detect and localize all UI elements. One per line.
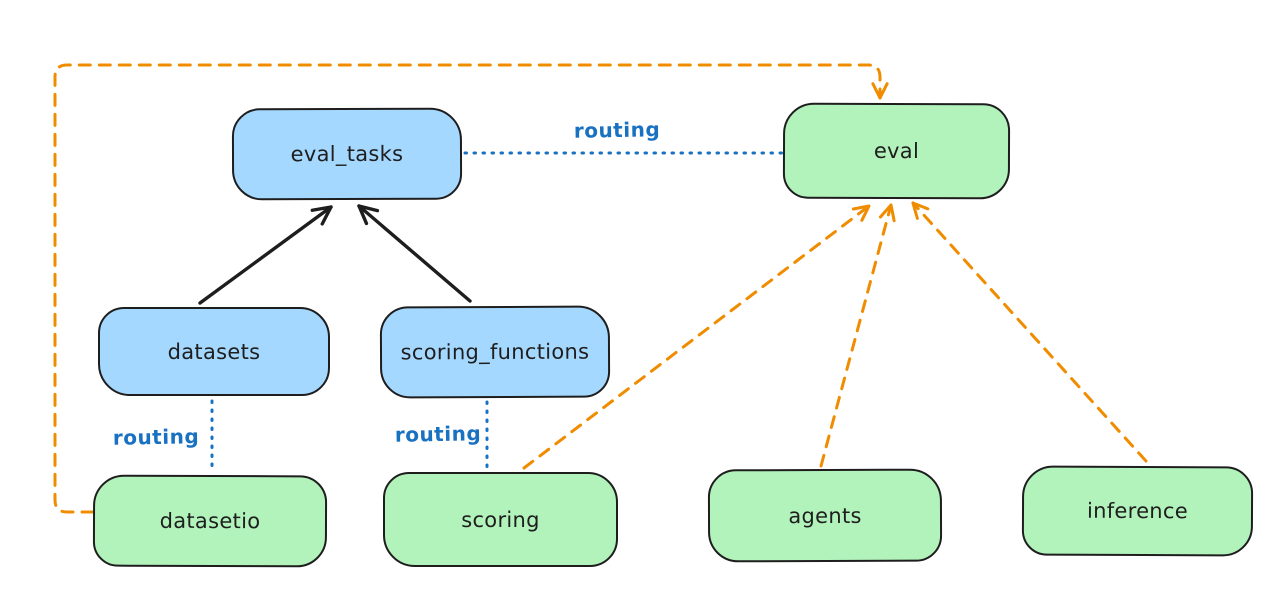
node-datasets-label: datasets bbox=[167, 339, 261, 364]
node-eval: eval bbox=[782, 102, 1011, 200]
node-inference: inference bbox=[1021, 465, 1254, 557]
node-datasetio-label: datasetio bbox=[159, 508, 261, 534]
node-eval-tasks-label: eval_tasks bbox=[290, 141, 404, 167]
routing-label-scoring-functions-scoring: routing bbox=[394, 421, 482, 447]
node-agents: agents bbox=[707, 468, 943, 563]
edge-scoring-to-eval bbox=[522, 204, 871, 470]
edge-datasetio-to-eval-arrowhead bbox=[871, 82, 889, 100]
edge-datasetio-to-eval bbox=[53, 63, 882, 514]
routing-label-eval-tasks-eval: routing bbox=[573, 117, 661, 143]
node-eval-label: eval bbox=[873, 138, 920, 164]
node-scoring: scoring bbox=[383, 472, 618, 567]
edge-scoring_functions-to-eval_tasks-arrowhead bbox=[357, 204, 380, 226]
edge-datasets-to-eval_tasks bbox=[198, 205, 333, 305]
node-datasetio: datasetio bbox=[92, 474, 328, 568]
node-datasets: datasets bbox=[98, 307, 330, 396]
edge-agents-to-eval-arrowhead bbox=[878, 203, 896, 223]
node-scoring-functions: scoring_functions bbox=[379, 305, 611, 399]
edge-agents-to-eval bbox=[819, 203, 893, 468]
edge-datasets-to-eval_tasks-arrowhead bbox=[310, 205, 333, 226]
edge-scoring-to-eval-arrowhead bbox=[851, 204, 871, 222]
node-agents-label: agents bbox=[788, 503, 862, 528]
edge-inference-to-eval bbox=[911, 201, 1148, 463]
node-eval-tasks: eval_tasks bbox=[231, 107, 463, 201]
node-scoring-functions-label: scoring_functions bbox=[400, 339, 590, 365]
node-inference-label: inference bbox=[1086, 498, 1189, 524]
edge-inference-to-eval-arrowhead bbox=[911, 201, 930, 220]
routing-label-datasets-datasetio: routing bbox=[112, 424, 200, 450]
node-scoring-label: scoring bbox=[461, 507, 540, 532]
edge-scoring_functions-to-eval_tasks bbox=[357, 204, 472, 303]
